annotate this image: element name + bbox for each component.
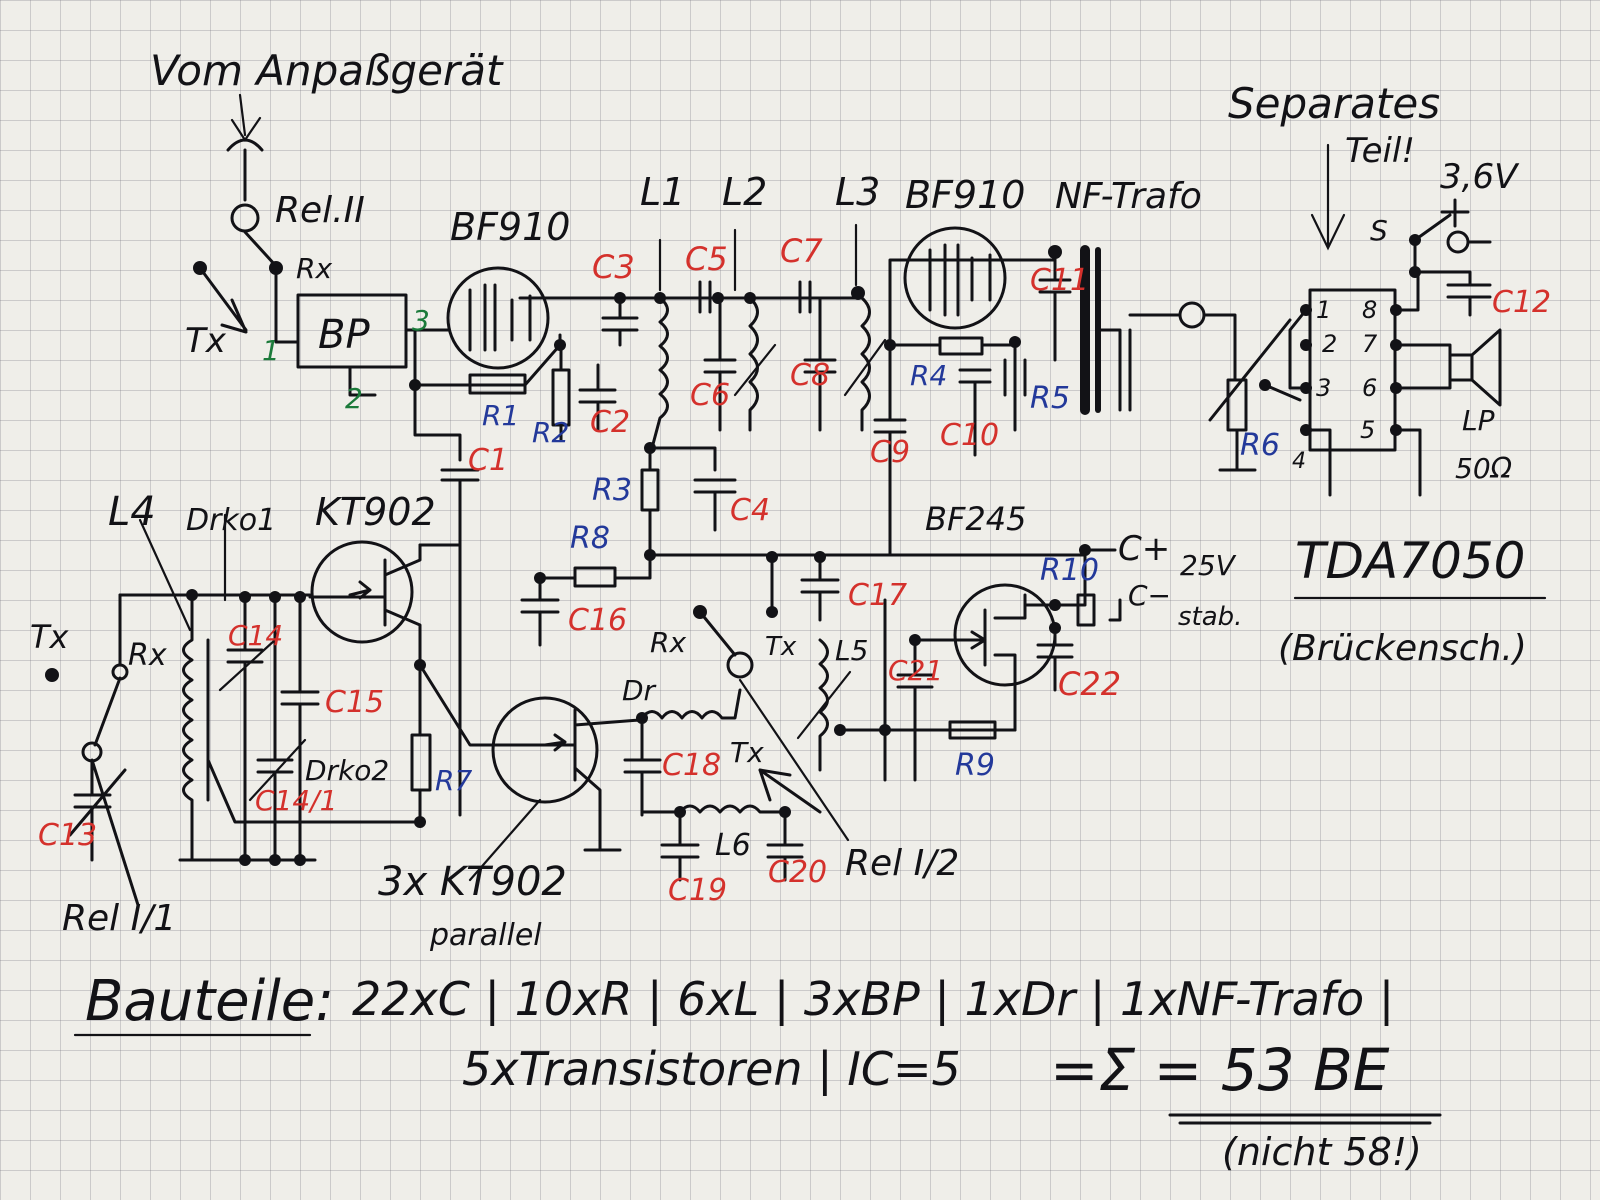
c2-label: C2: [590, 405, 630, 440]
c6-label: C6: [690, 378, 730, 413]
v36-label: 3,6V: [1440, 157, 1520, 197]
r8-label: R8: [570, 521, 610, 556]
c-plus-label: C+: [1118, 529, 1170, 569]
l1-label: L1: [640, 170, 685, 214]
r7-label: R7: [435, 764, 472, 797]
l4-label: L4: [108, 489, 156, 535]
rx-label-3: Rx: [650, 626, 686, 659]
c21-label: C21: [888, 654, 943, 687]
components-heading: Bauteile:: [85, 969, 334, 1034]
schematic-wiring: [45, 93, 1502, 907]
r6-label: R6: [1240, 428, 1280, 463]
components-total: =Σ = 53 BE: [1050, 1036, 1390, 1104]
bf910-transistor-2: [903, 226, 1007, 330]
l5-label: L5: [835, 634, 868, 667]
tx-label-4: Tx: [765, 632, 797, 662]
ic-name-label: TDA7050: [1295, 532, 1526, 590]
l6-label: L6: [715, 828, 751, 863]
c11-label: C11: [1030, 263, 1089, 298]
dr-label: Dr: [622, 674, 657, 707]
bp-pin-1: 1: [262, 334, 280, 367]
c9-label: C9: [870, 435, 910, 470]
bp-pin-2: 2: [345, 382, 363, 415]
c22-label: C22: [1058, 665, 1121, 703]
c18-label: C18: [662, 748, 721, 783]
v25-label: 25V: [1180, 549, 1237, 582]
c1-label: C1: [468, 443, 508, 478]
c4-label: C4: [730, 493, 770, 528]
drko1-label: Drko1: [186, 503, 276, 538]
relay-ii-label: Rel.II: [275, 190, 365, 231]
c12-label: C12: [1492, 285, 1551, 320]
bf910-label-1: BF910: [450, 205, 570, 249]
r1-label: R1: [482, 399, 519, 432]
kt902-label-1: KT902: [315, 490, 436, 534]
ic-pin-6: 6: [1362, 374, 1377, 402]
kt902-transistor-3x: [491, 696, 599, 804]
r9-label: R9: [955, 748, 995, 783]
r3-label: R3: [592, 473, 632, 508]
ic-pin-4: 4: [1292, 449, 1306, 474]
tda7050-chip: [1308, 288, 1397, 452]
c3-label: C3: [592, 248, 635, 286]
bp-pin-3: 3: [412, 304, 430, 337]
ic-pin-1: 1: [1316, 296, 1331, 324]
kt902-transistor-1: [310, 540, 414, 644]
ic-pin-5: 5: [1360, 416, 1375, 444]
c13-label: C13: [38, 818, 97, 853]
r10-label: R10: [1040, 553, 1099, 588]
ic-pin-7: 7: [1362, 330, 1378, 358]
c17-label: C17: [848, 578, 907, 613]
loudspeaker-label: LP: [1462, 404, 1495, 437]
separate-part-label: Separates: [1228, 79, 1440, 128]
c7-label: C7: [780, 232, 823, 270]
r4-label: R4: [910, 359, 947, 392]
stab-label: stab.: [1178, 602, 1242, 632]
input-source-label: Vom Anpaßgerät: [150, 46, 504, 95]
components-line-2: 5xTransistoren | IC=5: [462, 1042, 961, 1097]
relay-i1-label: Rel I/1: [62, 898, 176, 939]
c16-label: C16: [568, 603, 627, 638]
tx-label-3: Tx: [730, 736, 764, 769]
r5-label: R5: [1030, 381, 1070, 416]
switch-s-label: S: [1370, 214, 1388, 247]
r2-label: R2: [532, 416, 569, 449]
l2-label: L2: [722, 170, 767, 214]
tx-label-1: Tx: [185, 321, 227, 361]
separate-part-label-2: Teil!: [1345, 131, 1415, 171]
c8-label: C8: [790, 358, 830, 393]
rx-label-1: Rx: [296, 252, 332, 285]
bp-label: BP: [318, 312, 370, 358]
schematic-labels: Vom Anpaßgerät Separates Teil! Rel.II Rx…: [30, 46, 1551, 1174]
ic-pin-3: 3: [1316, 374, 1331, 402]
c19-label: C19: [668, 873, 727, 908]
c20-label: C20: [768, 855, 827, 890]
ic-pin-8: 8: [1362, 296, 1377, 324]
bf245-transistor: [953, 583, 1057, 687]
impedance-label: 50Ω: [1455, 452, 1513, 485]
parallel-label: parallel: [429, 918, 542, 953]
components-line-1: 22xC | 10xR | 6xL | 3xBP | 1xDr | 1xNF-T…: [352, 972, 1394, 1027]
l3-label: L3: [835, 170, 880, 214]
c5-label: C5: [685, 240, 728, 278]
c15-label: C15: [325, 685, 384, 720]
bf910-transistor-1: [446, 266, 550, 370]
rx-label-2: Rx: [128, 638, 167, 673]
bf910-label-2: BF910: [905, 173, 1025, 217]
drko2-label: Drko2: [305, 754, 389, 787]
c-minus-label: C−: [1128, 579, 1171, 612]
ic-pin-2: 2: [1322, 330, 1337, 358]
c14-1-label: C14/1: [255, 784, 337, 817]
relay-i2-label: Rel I/2: [845, 843, 959, 884]
tx-label-2: Tx: [30, 618, 70, 656]
nf-trafo-label: NF-Trafo: [1055, 176, 1202, 217]
kt902-3x-label: 3x KT902: [378, 859, 567, 905]
c14-label: C14: [228, 619, 283, 652]
c10-label: C10: [940, 418, 999, 453]
correction-note: (nicht 58!): [1222, 1130, 1422, 1174]
bf245-label: BF245: [925, 500, 1026, 538]
bridge-note-label: (Brückensch.): [1278, 628, 1527, 669]
